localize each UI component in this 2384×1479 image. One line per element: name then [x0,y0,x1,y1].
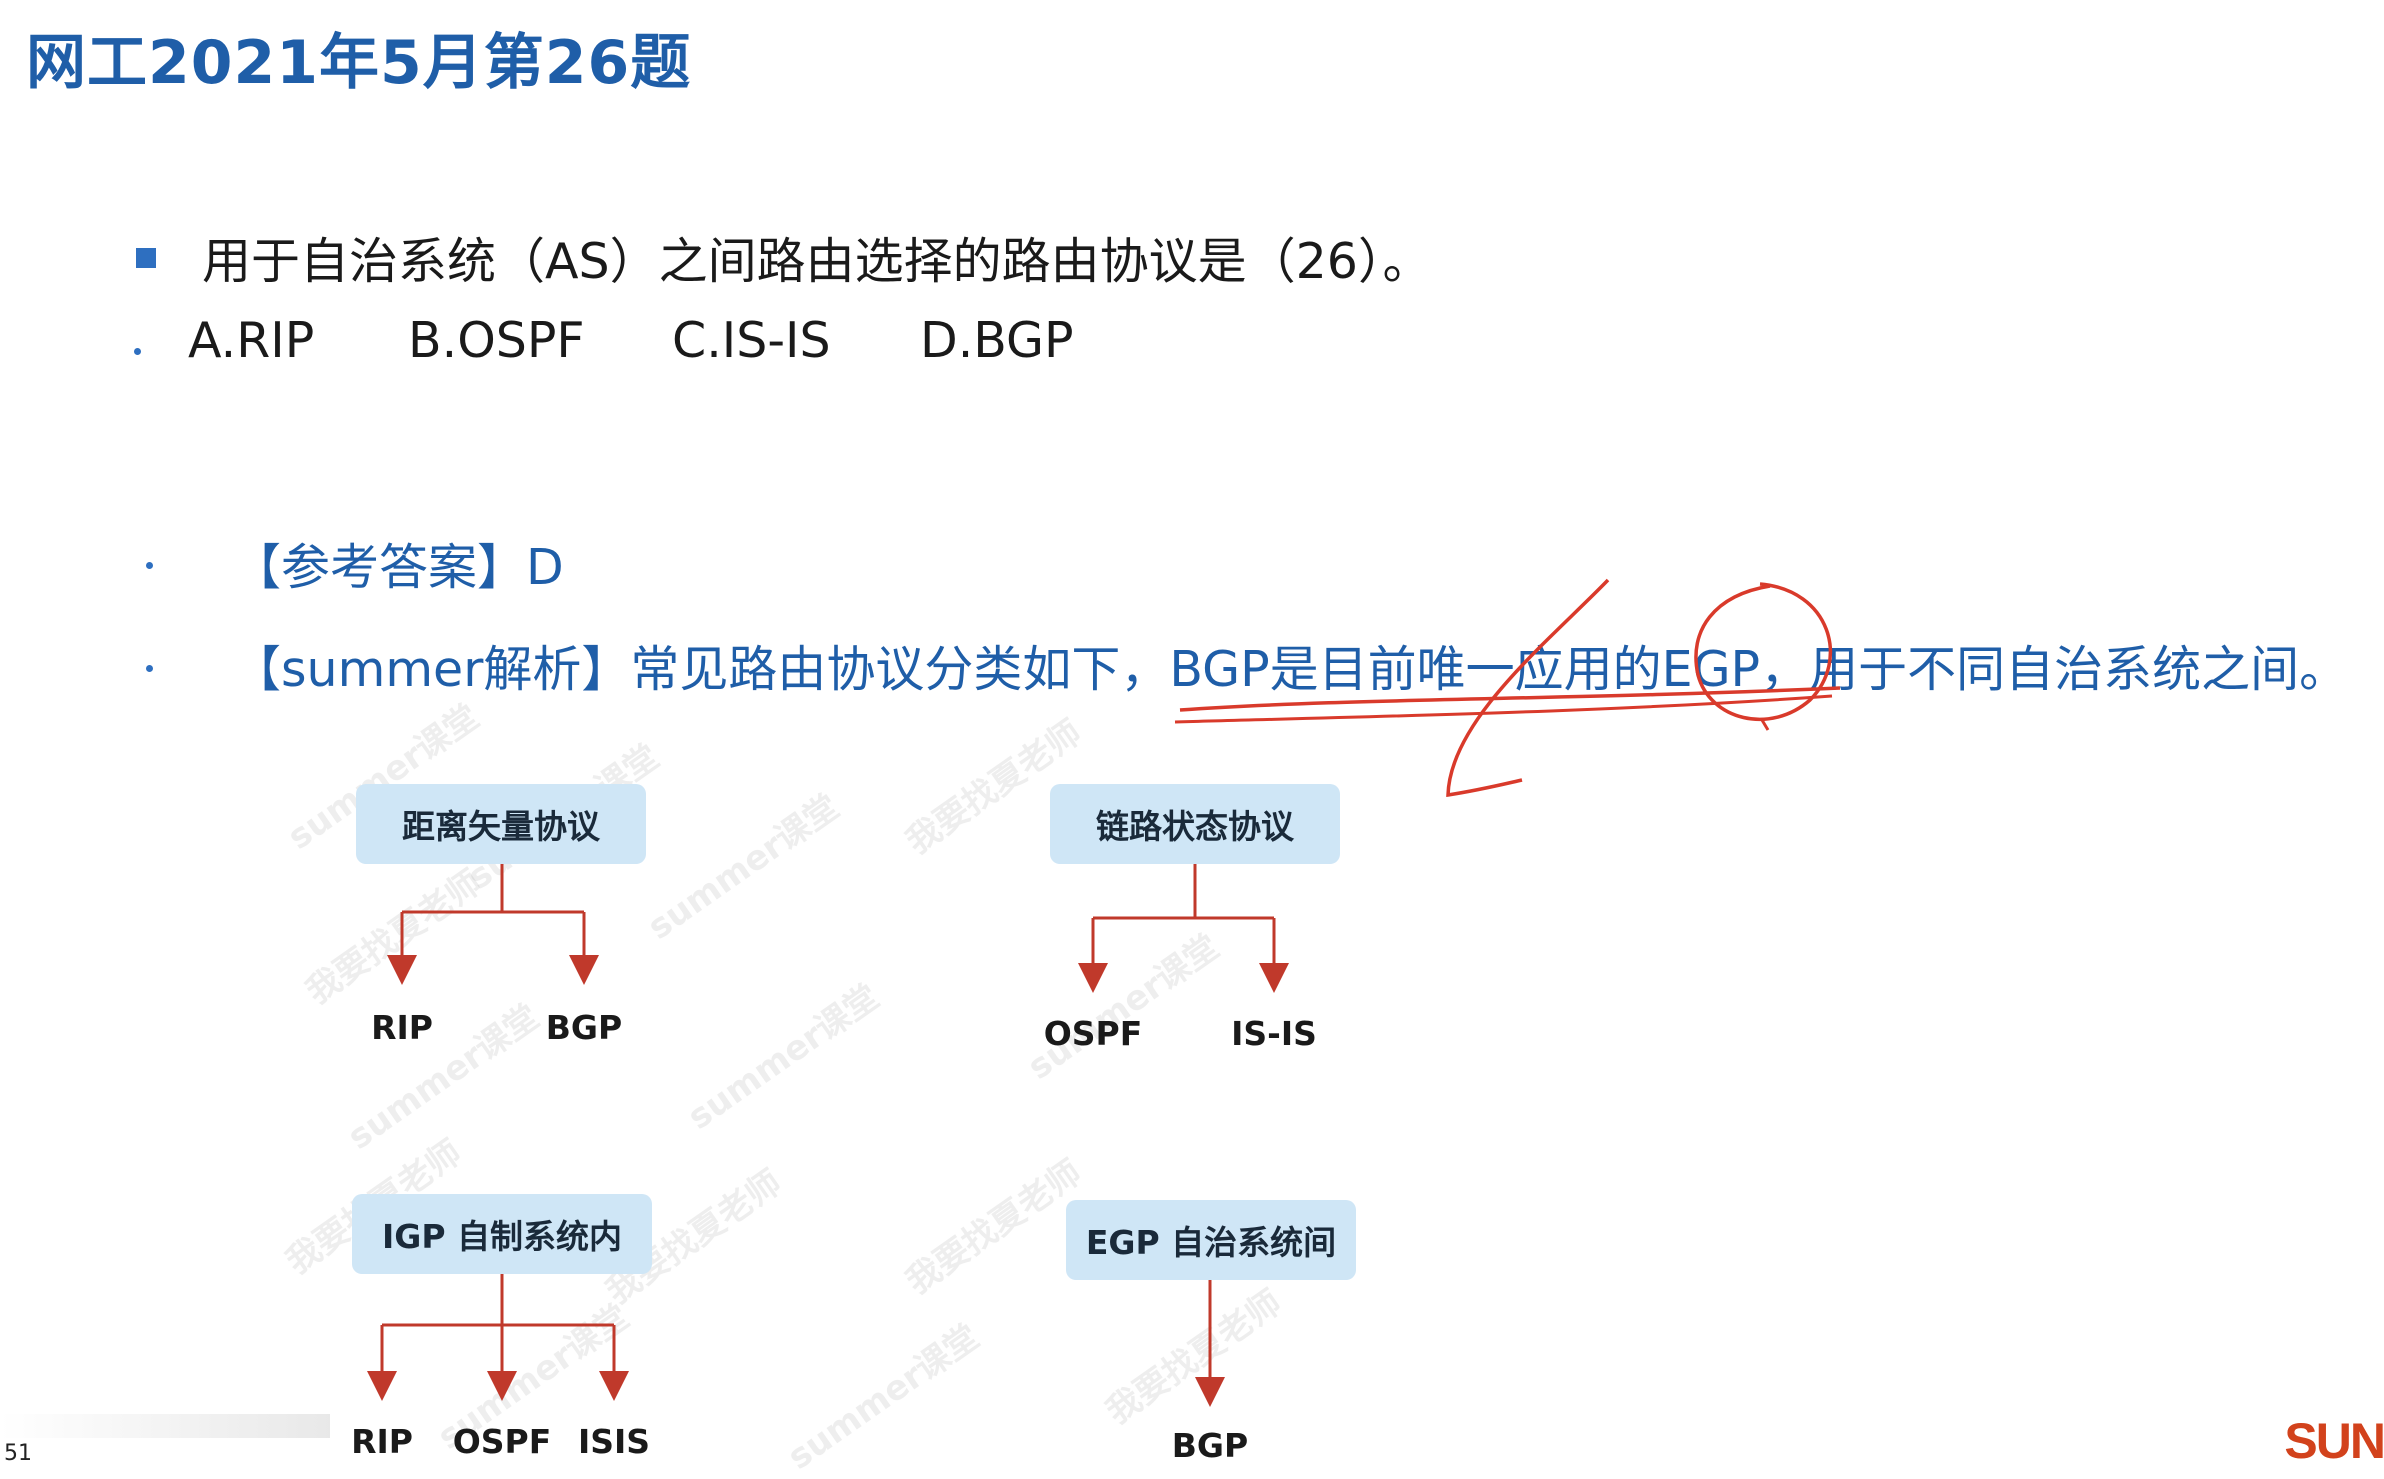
leaf-bgp: BGP [545,1008,623,1047]
analysis-highlight: BGP是目前唯一应用的EGP，用于不同自治系统之间。 [1169,641,2349,698]
leaf-igp-isis: ISIS [577,1422,651,1461]
diagram-connectors [367,864,1289,1407]
option-a: A.RIP [188,312,315,369]
analysis-bullet [146,665,153,672]
leaf-is-is: IS-IS [1231,1014,1317,1053]
analysis-text: 【summer解析】常见路由协议分类如下，BGP是目前唯一应用的EGP，用于不同… [232,630,2348,701]
leaf-igp-ospf: OSPF [452,1422,552,1461]
question-text: 用于自治系统（AS）之间路由选择的路由协议是（26）。 [202,233,1432,290]
video-overlay-strip [0,1414,330,1438]
handwritten-annotation [1174,578,1841,798]
option-d: D.BGP [920,312,1074,369]
brand-logo: SUN [2284,1413,2384,1469]
protocol-classification-diagram: summer课堂 summer课堂 summer课堂 我要找夏老师 我要找夏老师… [270,697,1420,1478]
answer-text: 【参考答案】D [232,539,564,596]
leaf-igp-rip: RIP [351,1422,413,1461]
answer-bullet [146,562,153,569]
option-b: B.OSPF [408,312,585,369]
leaf-rip: RIP [371,1008,433,1047]
egp-box: EGP 自治系统间 [1066,1200,1356,1280]
analysis-prefix: 【summer解析】常见路由协议分类如下， [232,641,1170,698]
igp-box: IGP 自制系统内 [352,1194,652,1274]
distance-vector-box: 距离矢量协议 [356,784,646,864]
page-title: 网工2021年5月第26题 [26,28,692,98]
question-bullet [136,248,156,268]
option-c: C.IS-IS [672,312,831,369]
options-bullet [134,348,141,355]
page-number: 51 [4,1441,32,1466]
leaf-egp-bgp: BGP [1171,1426,1249,1465]
link-state-box: 链路状态协议 [1050,784,1340,864]
leaf-ospf: OSPF [1043,1014,1143,1053]
